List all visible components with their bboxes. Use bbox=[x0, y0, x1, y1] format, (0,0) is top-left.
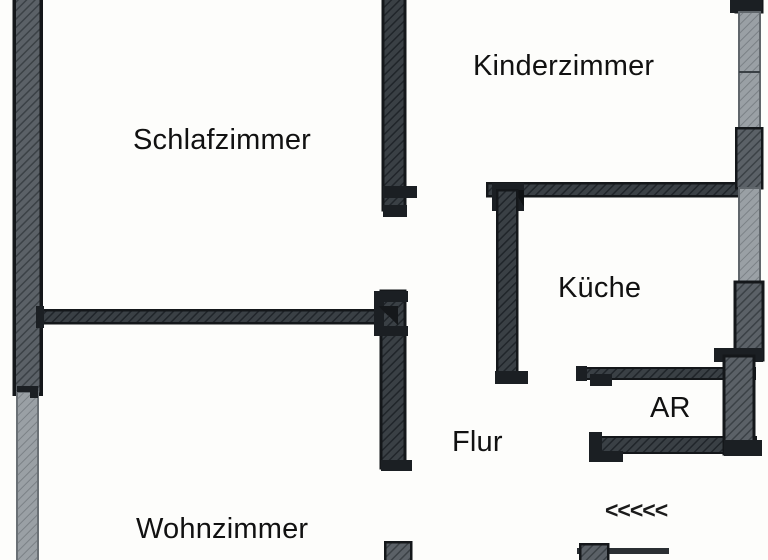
room-label-kueche: Küche bbox=[558, 272, 642, 304]
wall-exterior-right bbox=[714, 0, 765, 456]
wall-bottom-fragments bbox=[383, 540, 669, 560]
wall-exterior-left bbox=[12, 0, 43, 560]
wall-partition-schlaf-kinder bbox=[381, 0, 417, 217]
room-label-flur: Flur bbox=[452, 426, 503, 458]
room-label-kinderzimmer: Kinderzimmer bbox=[473, 50, 655, 82]
direction-marker-icon: <<<<< bbox=[605, 497, 668, 523]
wall-flur-vertical bbox=[374, 289, 412, 471]
room-label-schlafzimmer: Schlafzimmer bbox=[133, 124, 312, 156]
room-label-ar: AR bbox=[650, 392, 691, 424]
wall-kueche-left bbox=[495, 188, 528, 384]
room-label-wohnzimmer: Wohnzimmer bbox=[136, 513, 309, 545]
